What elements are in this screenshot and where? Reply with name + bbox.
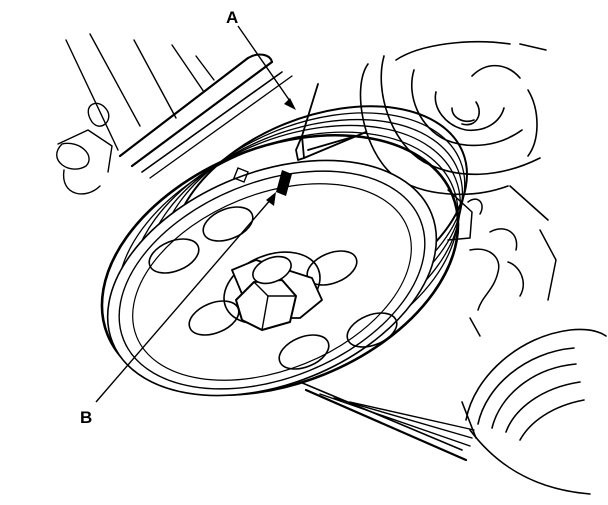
- pulley-hole: [278, 334, 330, 370]
- drive-belt-lower: [299, 381, 475, 462]
- lower-right-pulley: [461, 328, 607, 495]
- leader-line-a: [237, 25, 296, 110]
- crankshaft-bolt: [235, 255, 297, 331]
- pulley-hole: [346, 312, 398, 348]
- callout-label-a: A: [226, 8, 239, 27]
- drive-belt-upper: [118, 53, 293, 179]
- pulley-hole: [148, 238, 200, 274]
- timing-mark: [233, 167, 292, 196]
- pulley-hole: [202, 206, 254, 242]
- engine-block-outline: [56, 33, 215, 195]
- upper-right-pulley: [359, 40, 549, 221]
- timing-pointer: [295, 83, 367, 161]
- callout-label-b: B: [80, 408, 93, 427]
- leader-line-b: [95, 192, 276, 403]
